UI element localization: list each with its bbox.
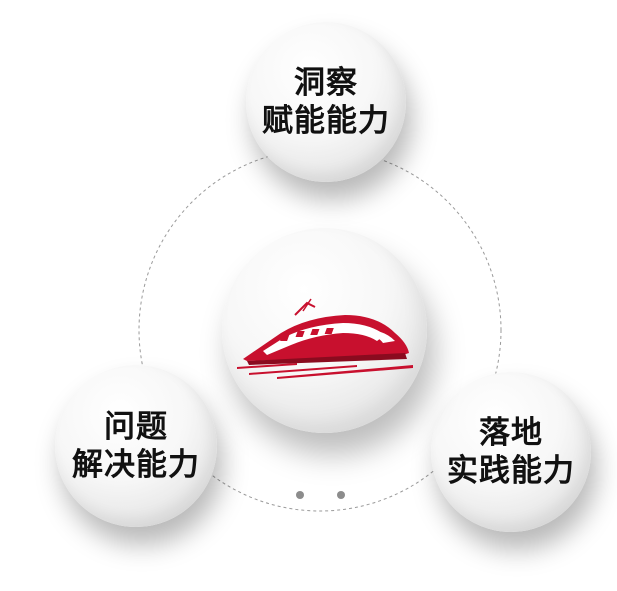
node-insight-enablement: 洞察 赋能能力 <box>246 22 406 182</box>
center-hub <box>222 228 427 433</box>
node-problem-solving: 问题 解决能力 <box>55 365 217 527</box>
node-subtitle: 解决能力 <box>72 447 200 483</box>
node-title: 洞察 <box>294 65 358 101</box>
node-title: 问题 <box>104 409 168 445</box>
node-title: 落地 <box>479 415 543 451</box>
node-subtitle: 实践能力 <box>447 453 575 489</box>
orbit-dot-left <box>296 491 304 499</box>
orbit-dot-right <box>337 491 345 499</box>
high-speed-train-icon <box>236 298 413 379</box>
node-subtitle: 赋能能力 <box>262 103 390 139</box>
node-practical-implementation: 落地 实践能力 <box>431 372 591 532</box>
